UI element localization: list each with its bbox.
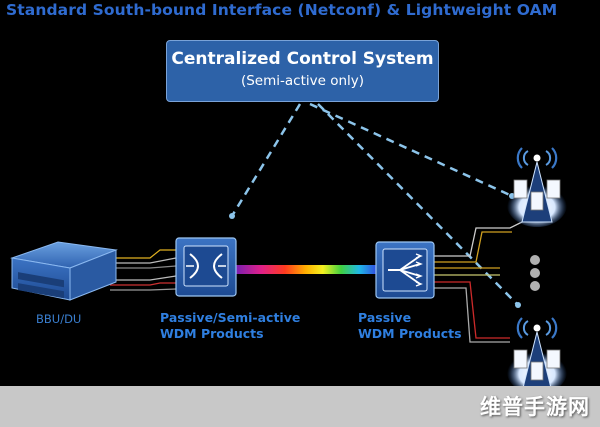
mgmt-endpoint	[515, 302, 521, 308]
centralized-control-system-box[interactable]: Centralized Control System (Semi-active …	[166, 40, 439, 102]
antenna-fibers	[434, 221, 523, 343]
passive-wdm-device[interactable]	[375, 241, 435, 299]
more-antennas-dots	[530, 255, 540, 291]
management-links	[230, 102, 519, 306]
mgmt-link-to-semi-active	[230, 103, 302, 217]
passive-label-line1: Passive	[358, 310, 412, 325]
fiber-line	[110, 282, 176, 286]
fiber-line	[110, 257, 177, 264]
fiber-line	[434, 221, 523, 257]
bbu-fibers	[110, 249, 177, 291]
fiber-line	[110, 288, 177, 291]
footer-bar	[0, 386, 600, 427]
fiber-line	[110, 275, 177, 281]
control-system-title: Centralized Control System	[171, 49, 434, 69]
antenna-tower-bottom-icon	[507, 317, 567, 394]
mgmt-endpoint	[229, 213, 235, 219]
wdm-trunk	[236, 265, 376, 274]
watermark: 维普手游网	[480, 395, 590, 419]
semi-active-wdm-device[interactable]	[175, 237, 237, 297]
fiber-line	[110, 265, 177, 269]
passive-label: Passive WDM Products	[358, 310, 462, 342]
bbu-device[interactable]	[10, 241, 118, 301]
bbu-label: BBU/DU	[36, 312, 82, 326]
mgmt-link-to-antenna-bottom	[317, 103, 519, 306]
diagram-title: Standard South-bound Interface (Netconf)…	[6, 1, 558, 19]
semi-active-label: Passive/Semi-active WDM Products	[160, 310, 300, 342]
semi-active-label-line2: WDM Products	[160, 326, 264, 341]
mgmt-link-to-antenna-top	[309, 102, 513, 198]
passive-label-line2: WDM Products	[358, 326, 462, 341]
fiber-line	[434, 287, 510, 343]
fiber-line	[110, 249, 176, 259]
fiber-line	[434, 231, 512, 263]
control-system-subtitle: (Semi-active only)	[240, 73, 365, 89]
semi-active-label-line1: Passive/Semi-active	[160, 310, 301, 325]
antenna-tower-top-icon	[507, 147, 567, 227]
fiber-line	[434, 281, 510, 339]
